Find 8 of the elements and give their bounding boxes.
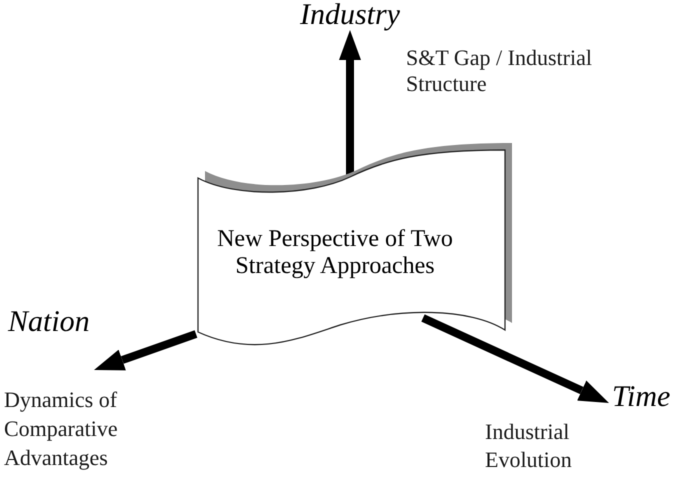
banner-text: New Perspective of Two Strategy Approaches xyxy=(216,226,454,280)
axis-label: Industry xyxy=(300,0,400,30)
axis-label: Nation xyxy=(8,307,90,337)
arrow xyxy=(339,30,361,175)
axis-description: Dynamics of Comparative Advantages xyxy=(4,386,119,472)
axis-label: Time xyxy=(612,382,670,412)
axis-description: Industrial Evolution xyxy=(485,418,573,474)
axis-description: S&T Gap / Industrial Structure xyxy=(406,45,593,97)
